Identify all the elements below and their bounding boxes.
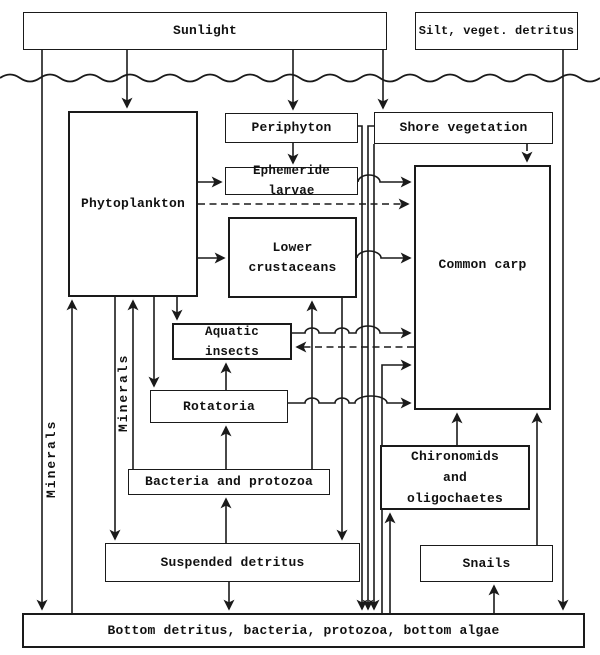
node-shore-vegetation: Shore vegetation — [374, 112, 553, 144]
minerals-flow-label-middle: Minerals — [116, 353, 131, 432]
arrow-periphyton-to-bottom — [356, 125, 368, 611]
node-chironomids-oligochaetes: Chironomids and oligochaetes — [380, 445, 530, 510]
node-periphyton-label: Periphyton — [251, 120, 332, 135]
node-chironomids-line2: and — [442, 470, 467, 485]
node-shore-vegetation-label: Shore vegetation — [399, 120, 528, 135]
node-bottom-detritus-label: Bottom detritus, bacteria, protozoa, bot… — [107, 622, 500, 638]
arrow-rotatoria-to-carp — [288, 395, 412, 409]
node-aquatic-insects-label: Aquatic insects — [205, 324, 259, 359]
node-lower-crustaceans-line2: crustaceans — [248, 259, 337, 275]
arrow-shore-vegetation-to-bottom-1 — [362, 125, 374, 611]
node-lower-crustaceans-line1: Lower — [272, 239, 313, 255]
node-phytoplankton-label: Phytoplankton — [80, 196, 186, 211]
arrow-bottom-to-carp-elbow — [381, 359, 412, 613]
node-aquatic-insects: Aquatic insects — [172, 323, 292, 360]
arrows-dashed — [198, 144, 533, 353]
node-lower-crustaceans: Lower crustaceans — [228, 217, 357, 298]
node-rotatoria: Rotatoria — [150, 390, 288, 423]
node-silt-veget-detritus: Silt, veget. detritus — [415, 12, 578, 50]
node-sunlight-label: Sunlight — [172, 23, 237, 38]
node-bacteria-protozoa: Bacteria and protozoa — [128, 469, 330, 495]
node-sunlight: Sunlight — [23, 12, 387, 50]
node-periphyton: Periphyton — [225, 113, 358, 143]
node-ephemeride-larvae-label: Ephemeride larvae — [252, 164, 330, 198]
minerals-flow-label-left: Minerals — [44, 419, 59, 498]
arrows-downward — [36, 50, 569, 611]
arrow-lower-crustaceans-to-carp — [356, 250, 412, 264]
node-chironomids-line3: oligochaetes — [406, 491, 503, 506]
water-surface-wavy-line — [0, 73, 600, 83]
node-snails-label: Snails — [462, 555, 511, 571]
node-ephemeride-larvae: Ephemeride larvae — [225, 164, 358, 198]
arrow-ephemeride-to-carp — [357, 174, 412, 188]
node-suspended-detritus-label: Suspended detritus — [160, 554, 305, 570]
node-snails: Snails — [420, 545, 553, 582]
node-suspended-detritus: Suspended detritus — [105, 543, 360, 582]
node-bacteria-protozoa-label: Bacteria and protozoa — [144, 474, 314, 489]
arrows-rightward — [198, 174, 412, 613]
node-rotatoria-label: Rotatoria — [182, 398, 255, 414]
node-bottom-detritus: Bottom detritus, bacteria, protozoa, bot… — [22, 613, 585, 648]
node-common-carp: Common carp — [414, 165, 551, 410]
arrows-upward — [66, 299, 543, 613]
node-chironomids-line1: Chironomids — [410, 449, 499, 464]
node-silt-label: Silt, veget. detritus — [418, 24, 575, 38]
node-common-carp-label: Common carp — [438, 257, 527, 272]
node-phytoplankton: Phytoplankton — [68, 111, 198, 297]
arrow-aquatic-insects-to-carp — [292, 325, 412, 339]
